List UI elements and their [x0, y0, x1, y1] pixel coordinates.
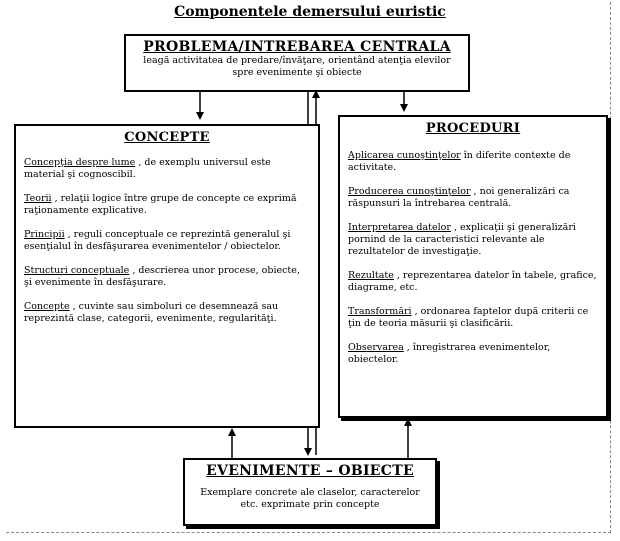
diagram-title: Componentele demersului euristic: [174, 4, 446, 20]
evenimente-text: Exemplare concrete ale claselor, caracte…: [200, 487, 420, 510]
proceduri-term: Producerea cunoştinţelor: [348, 186, 471, 197]
concepte-term: Principii: [24, 229, 65, 240]
concepte-item: Concepţia despre lume , de exemplu unive…: [24, 157, 310, 181]
proceduri-desc: , ordonarea faptelor după criterii ce ţi…: [348, 306, 589, 329]
proceduri-box: PROCEDURI Aplicarea cunoştinţelor în dif…: [338, 115, 608, 418]
central-question-heading: PROBLEMA/INTREBAREA CENTRALA: [143, 39, 451, 55]
concepte-box: CONCEPTE Concepţia despre lume , de exem…: [14, 124, 320, 428]
central-question-box: PROBLEMA/INTREBAREA CENTRALA leagă activ…: [124, 34, 470, 92]
central-question-text: leagă activitatea de predare/învăţare, o…: [143, 55, 451, 78]
concepte-desc: , reguli conceptuale ce reprezintă gener…: [24, 229, 291, 252]
concepte-desc: , cuvinte sau simboluri ce desemnează sa…: [24, 301, 279, 324]
concepte-desc: , de exemplu universul este material şi …: [24, 157, 271, 180]
proceduri-item: Transformări , ordonarea faptelor după c…: [348, 306, 598, 330]
concepte-desc: , relaţii logice între grupe de concepte…: [24, 193, 297, 216]
concepte-heading: CONCEPTE: [124, 130, 210, 145]
proceduri-term: Interpretarea datelor: [348, 222, 451, 233]
proceduri-term: Rezultate: [348, 270, 394, 281]
concepte-item: Concepte , cuvinte sau simboluri ce dese…: [24, 301, 310, 325]
concepte-item: Structuri conceptuale , descrierea unor …: [24, 265, 310, 289]
proceduri-item: Interpretarea datelor , explicaţii şi ge…: [348, 222, 598, 258]
proceduri-term: Aplicarea cunoştinţelor: [348, 150, 461, 161]
proceduri-desc: , reprezentarea datelor în tabele, grafi…: [348, 270, 597, 293]
outer-frame: [6, 2, 611, 533]
evenimente-box: EVENIMENTE – OBIECTE Exemplare concrete …: [183, 458, 437, 526]
concepte-term: Concepţia despre lume: [24, 157, 136, 168]
proceduri-desc: , înregistrarea evenimentelor, obiectelo…: [348, 342, 551, 365]
concepte-term: Teorii: [24, 193, 52, 204]
proceduri-item: Rezultate , reprezentarea datelor în tab…: [348, 270, 598, 294]
concepte-desc: , descrierea unor procese, obiecte, şi e…: [24, 265, 300, 288]
proceduri-desc: , noi generalizări ca răspunsuri la într…: [348, 186, 570, 209]
proceduri-desc: , explicaţii şi generalizări pornind de …: [348, 222, 576, 257]
concepte-item: Teorii , relaţii logice între grupe de c…: [24, 193, 310, 217]
concepte-term: Concepte: [24, 301, 70, 312]
proceduri-item: Producerea cunoştinţelor , noi generaliz…: [348, 186, 598, 210]
concepte-item: Principii , reguli conceptuale ce reprez…: [24, 229, 310, 253]
concepte-term: Structuri conceptuale: [24, 265, 130, 276]
proceduri-item: Aplicarea cunoştinţelor în diferite cont…: [348, 150, 598, 174]
proceduri-heading: PROCEDURI: [425, 121, 521, 136]
proceduri-term: Observarea: [348, 342, 404, 353]
proceduri-term: Transformări: [348, 306, 412, 317]
evenimente-heading: EVENIMENTE – OBIECTE: [206, 463, 414, 479]
proceduri-item: Observarea , înregistrarea evenimentelor…: [348, 342, 598, 366]
proceduri-desc: în diferite contexte de activitate.: [348, 150, 571, 173]
